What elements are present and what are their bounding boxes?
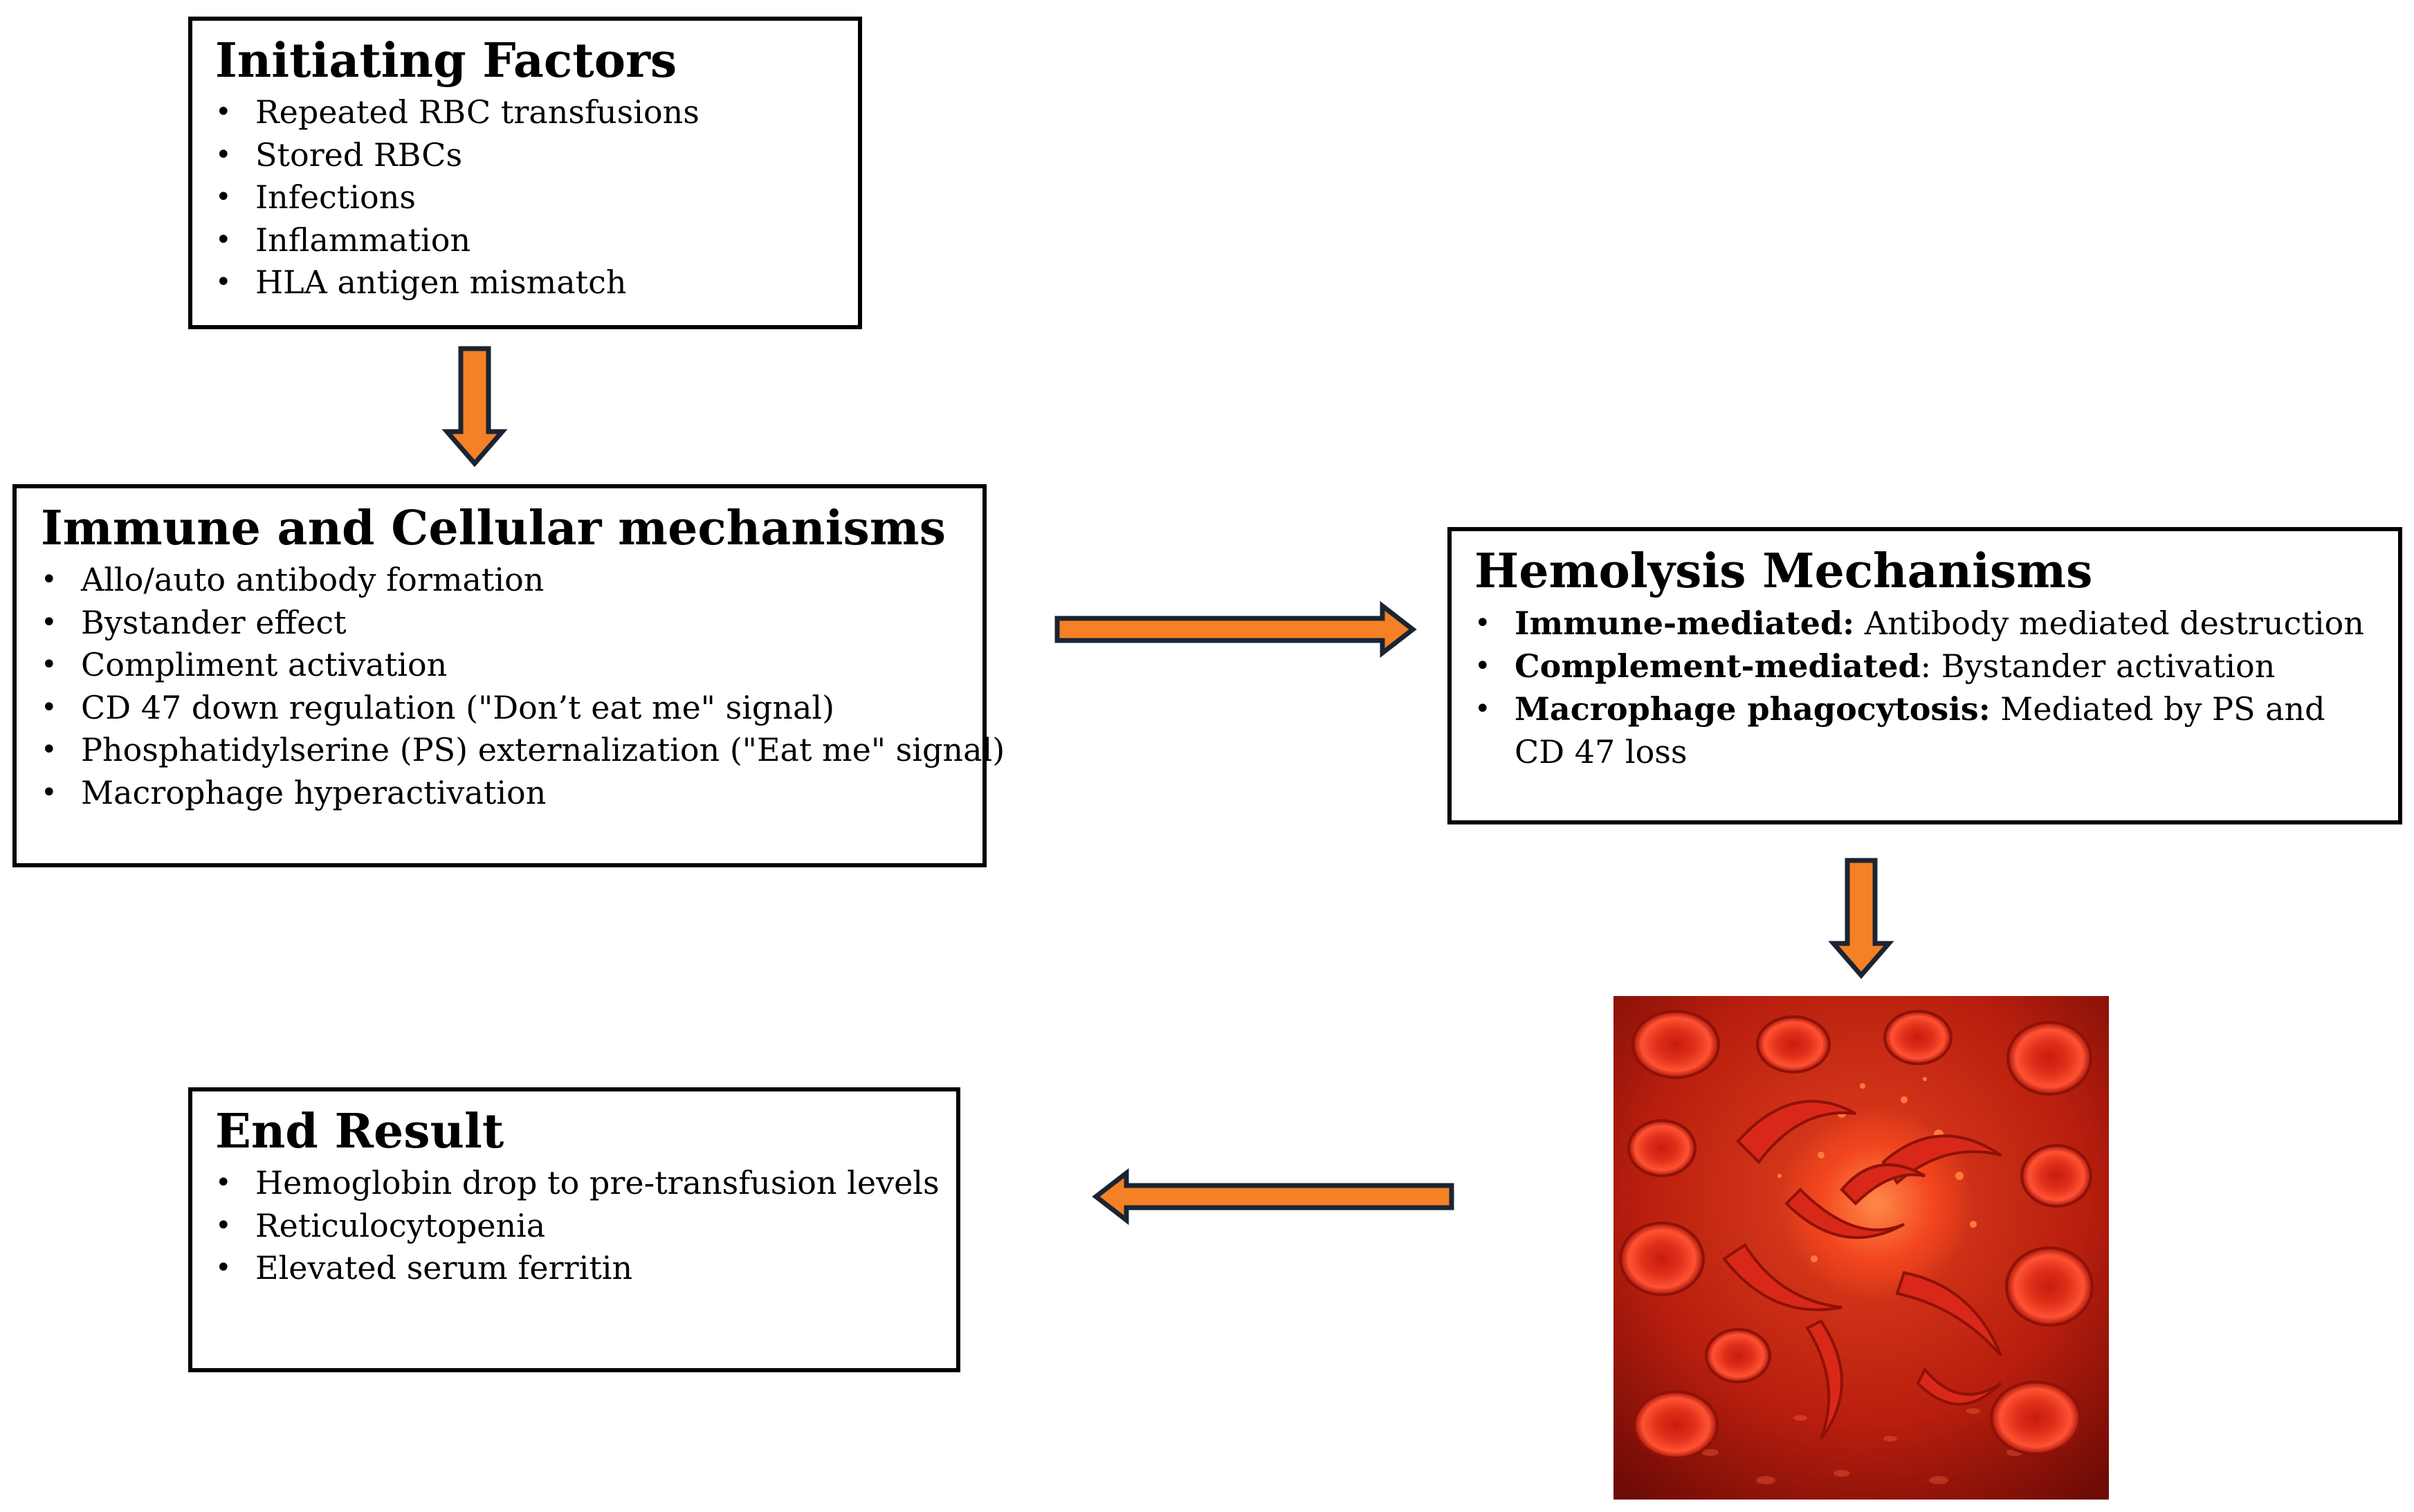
list-item: CD 47 down regulation ("Don’t eat me" si… (41, 687, 982, 730)
list-item: Macrophage phagocytosis: Mediated by PS … (1474, 688, 2370, 773)
arrow-right-icon (1054, 600, 1417, 658)
hemolysis-mechanisms-title: Hemolysis Mechanisms (1474, 544, 2093, 599)
list-item: Reticulocytopenia (215, 1205, 956, 1248)
item-bold-label: Immune-mediated: (1515, 605, 1855, 642)
immune-cellular-box: Immune and Cellular mechanisms Allo/auto… (12, 484, 1005, 867)
hemolysis-mechanisms-list: Immune-mediated: Antibody mediated destr… (1474, 602, 2370, 773)
hemolysis-mechanisms-box: Hemolysis Mechanisms Immune-mediated: An… (1447, 527, 2402, 824)
item-bold-label: Complement-mediated (1515, 647, 1921, 685)
arrow-down-icon (441, 346, 508, 468)
initiating-factors-box: Initiating Factors Repeated RBC transfus… (188, 17, 862, 329)
initiating-factors-list: Repeated RBC transfusions Stored RBCs In… (215, 91, 858, 304)
list-item: Immune-mediated: Antibody mediated destr… (1474, 602, 2370, 645)
list-item: Infections (215, 176, 858, 219)
item-text: : Bystander activation (1920, 647, 2276, 685)
list-item: Hemoglobin drop to pre-transfusion level… (215, 1162, 956, 1205)
end-result-box: End Result Hemoglobin drop to pre-transf… (188, 1087, 960, 1372)
immune-cellular-title: Immune and Cellular mechanisms (41, 501, 947, 556)
rbc-hemolysis-image (1613, 996, 2109, 1500)
end-result-list: Hemoglobin drop to pre-transfusion level… (215, 1162, 956, 1290)
immune-cellular-list: Allo/auto antibody formation Bystander e… (41, 559, 1005, 815)
list-item: HLA antigen mismatch (215, 261, 858, 304)
list-item: Compliment activation (41, 644, 982, 687)
list-item: Repeated RBC transfusions (215, 91, 858, 134)
list-item: Stored RBCs (215, 134, 858, 177)
arrow-left-icon (1092, 1168, 1454, 1226)
arrow-down-icon (1828, 858, 1894, 979)
item-bold-label: Macrophage phagocytosis: (1515, 690, 1991, 728)
item-text: Antibody mediated destruction (1854, 605, 2364, 642)
list-item: Allo/auto antibody formation (41, 559, 982, 602)
item-text: Mediated by PS and CD 47 loss (1515, 690, 2325, 771)
list-item: Macrophage hyperactivation (41, 772, 982, 815)
initiating-factors-title: Initiating Factors (215, 33, 677, 89)
list-item: Inflammation (215, 219, 858, 262)
list-item: Complement-mediated: Bystander activatio… (1474, 645, 2370, 688)
list-item: Elevated serum ferritin (215, 1247, 956, 1290)
list-item: Bystander effect (41, 602, 982, 645)
end-result-title: End Result (215, 1104, 504, 1159)
list-item: Phosphatidylserine (PS) externalization … (41, 729, 1005, 772)
